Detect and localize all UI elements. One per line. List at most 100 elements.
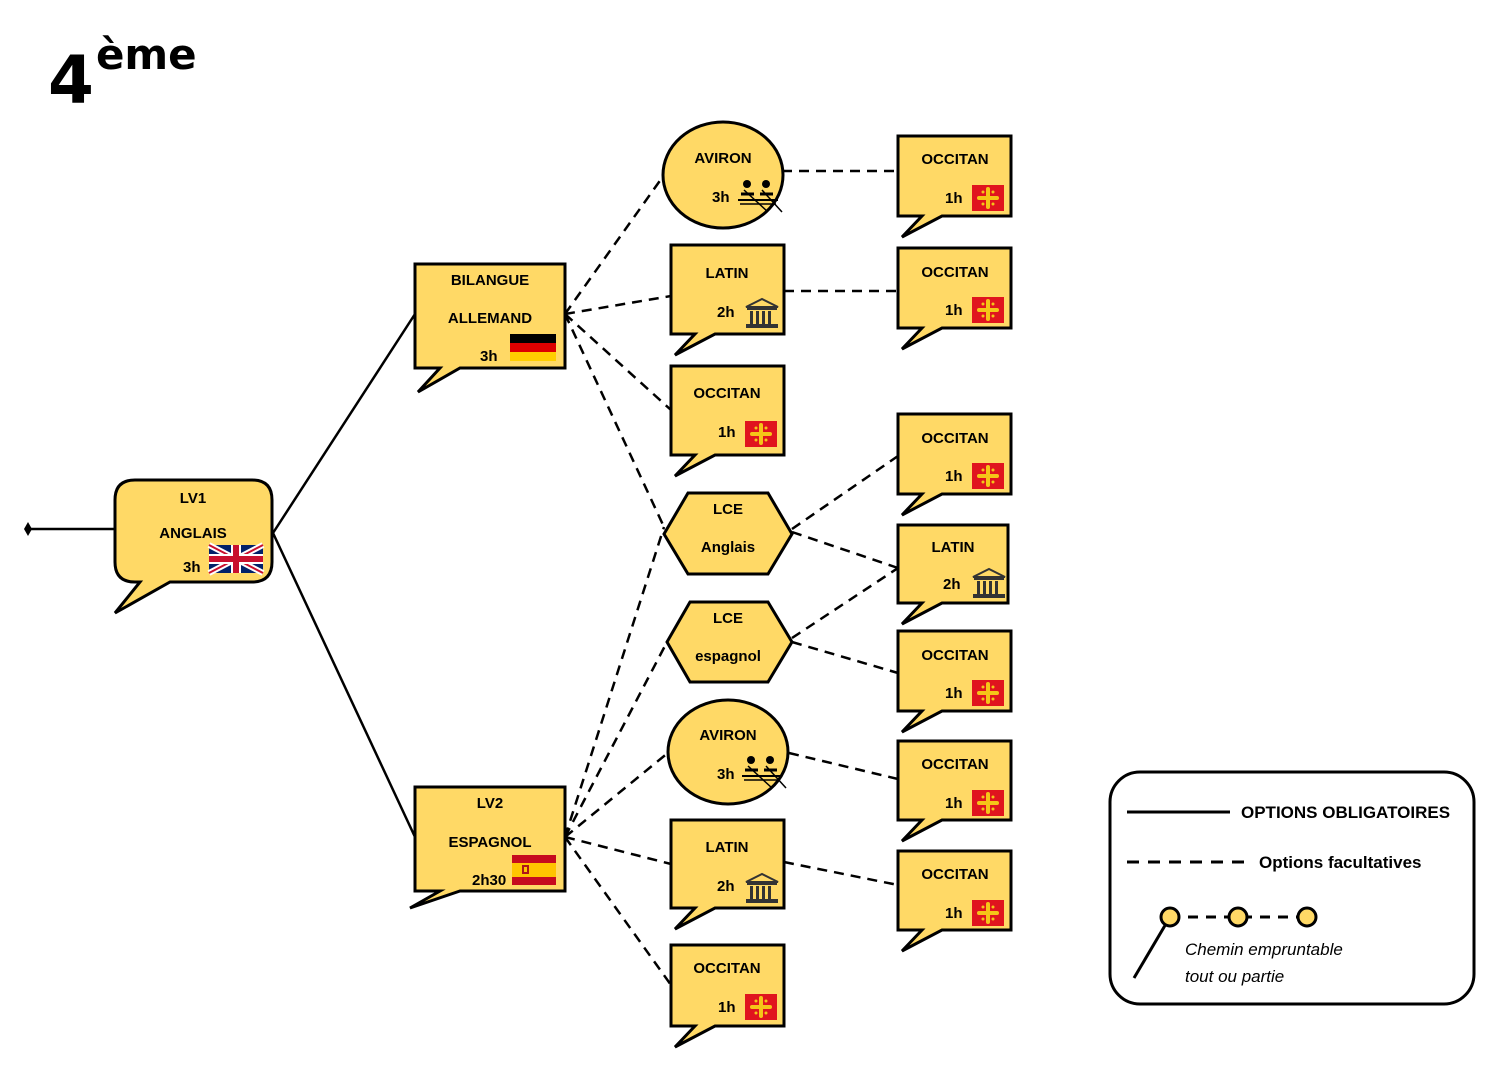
node-lce-espagnol[interactable]: LCE espagnol xyxy=(665,600,794,684)
edge-lv2-lce-anglais xyxy=(563,526,666,838)
latin-right-label: LATIN xyxy=(931,539,974,556)
legend-path-node xyxy=(1296,906,1318,928)
node-latin-bot[interactable]: LATIN 2h xyxy=(669,818,786,931)
occitan-r2-hours: 1h xyxy=(945,302,963,319)
node-bilangue[interactable]: BILANGUE ALLEMAND 3h xyxy=(413,262,567,394)
edge-bil-occitan xyxy=(564,313,672,411)
node-occitan-r2[interactable]: OCCITAN 1h xyxy=(896,246,1013,351)
occitan-r4-label: OCCITAN xyxy=(921,647,988,664)
occitan-mid-top-hours: 1h xyxy=(718,424,736,441)
lv1-language: ANGLAIS xyxy=(159,525,227,542)
uk-flag-icon xyxy=(209,545,263,573)
edge-lv2-occitan xyxy=(563,836,673,986)
legend-box xyxy=(1108,770,1476,1006)
latin-bot-hours: 2h xyxy=(717,878,735,895)
node-aviron-top[interactable]: AVIRON 3h xyxy=(661,120,785,230)
node-lce-anglais[interactable]: LCE Anglais xyxy=(662,491,794,576)
edge-lv1-bilangue xyxy=(271,313,417,534)
legend: OPTIONS OBLIGATOIRES Options facultative… xyxy=(1108,770,1476,1006)
edge-lceang-latin xyxy=(791,530,899,570)
latin-bot-label: LATIN xyxy=(705,839,748,856)
node-occitan-r3[interactable]: OCCITAN 1h xyxy=(896,412,1013,517)
lv2-label: LV2 xyxy=(477,795,503,812)
occitan-r5-hours: 1h xyxy=(945,795,963,812)
legend-solid-label: OPTIONS OBLIGATOIRES xyxy=(1241,803,1450,822)
node-occitan-r4[interactable]: OCCITAN 1h xyxy=(896,629,1013,734)
lce-anglais-label: LCE xyxy=(713,501,743,518)
occitan-r3-label: OCCITAN xyxy=(921,430,988,447)
edge-bil-lce-anglais xyxy=(563,313,666,528)
lv1-label: LV1 xyxy=(180,490,206,507)
spanish-flag-icon xyxy=(512,855,556,885)
node-occitan-r1[interactable]: OCCITAN 1h xyxy=(896,134,1013,239)
occitan-r1-hours: 1h xyxy=(945,190,963,207)
lce-anglais-language: Anglais xyxy=(701,539,755,556)
occitan-cross-icon xyxy=(745,421,777,447)
node-lv1[interactable]: LV1 ANGLAIS 3h xyxy=(113,478,274,615)
occitan-r6-hours: 1h xyxy=(945,905,963,922)
node-occitan-r5[interactable]: OCCITAN 1h xyxy=(896,739,1013,843)
occitan-r5-label: OCCITAN xyxy=(921,756,988,773)
aviron-top-label: AVIRON xyxy=(694,150,751,167)
latin-top-hours: 2h xyxy=(717,304,735,321)
latin-right-hours: 2h xyxy=(943,576,961,593)
occitan-mid-top-label: OCCITAN xyxy=(693,385,760,402)
lv2-language: ESPAGNOL xyxy=(448,834,531,851)
occitan-r6-label: OCCITAN xyxy=(921,866,988,883)
bilangue-hours: 3h xyxy=(480,348,498,365)
occitan-cross-icon xyxy=(972,185,1004,211)
edge-bil-aviron xyxy=(563,174,666,315)
occitan-cross-icon xyxy=(972,297,1004,323)
edge-bil-latin xyxy=(564,294,672,316)
node-aviron-bot[interactable]: AVIRON 3h xyxy=(666,698,790,806)
occitan-cross-icon xyxy=(972,680,1004,706)
occitan-mid-bot-hours: 1h xyxy=(718,999,736,1016)
connectors xyxy=(24,313,417,838)
node-occitan-mid-top[interactable]: OCCITAN 1h xyxy=(669,364,786,478)
occitan-r3-hours: 1h xyxy=(945,468,963,485)
node-latin-top[interactable]: LATIN 2h xyxy=(669,243,786,357)
aviron-bot-label: AVIRON xyxy=(699,727,756,744)
entry-marker xyxy=(24,522,32,536)
occitan-cross-icon xyxy=(972,463,1004,489)
edge-lv2-latin xyxy=(564,835,672,866)
legend-path-label-2: tout ou partie xyxy=(1185,967,1284,986)
aviron-top-hours: 3h xyxy=(712,189,730,206)
edge-lceang-occitan xyxy=(791,454,899,531)
edge-latin-bot-occitan xyxy=(783,860,899,887)
lv1-hours: 3h xyxy=(183,559,201,576)
german-flag-icon xyxy=(510,334,556,361)
edge-lv2-lce-espagnol xyxy=(563,641,669,838)
occitan-cross-icon xyxy=(745,994,777,1020)
edge-aviron-bot-occitan xyxy=(788,751,899,781)
legend-path-label-1: Chemin empruntable xyxy=(1185,940,1343,959)
legend-dashed-label: Options facultatives xyxy=(1259,853,1421,872)
occitan-cross-icon xyxy=(972,790,1004,816)
lv2-hours: 2h30 xyxy=(472,872,506,889)
latin-top-label: LATIN xyxy=(705,265,748,282)
edge-lceesp-latin xyxy=(791,566,899,640)
bilangue-language: ALLEMAND xyxy=(448,310,532,327)
node-latin-right[interactable]: LATIN 2h xyxy=(896,523,1010,626)
legend-path-stem xyxy=(1132,916,1172,979)
occitan-r1-label: OCCITAN xyxy=(921,151,988,168)
dashed-connectors xyxy=(563,169,899,986)
legend-path-node xyxy=(1227,906,1249,928)
aviron-bot-hours: 3h xyxy=(717,766,735,783)
title-superscript: ème xyxy=(95,30,197,79)
title-main: 4 xyxy=(48,42,94,119)
occitan-cross-icon xyxy=(972,900,1004,926)
lce-espagnol-language: espagnol xyxy=(695,648,761,665)
node-occitan-r6[interactable]: OCCITAN 1h xyxy=(896,849,1013,953)
node-lv2[interactable]: LV2 ESPAGNOL 2h30 xyxy=(409,785,567,910)
edge-lv2-aviron xyxy=(564,751,670,838)
bilangue-label: BILANGUE xyxy=(451,272,529,289)
occitan-r2-label: OCCITAN xyxy=(921,264,988,281)
edge-lv1-lv2 xyxy=(271,532,417,838)
node-occitan-mid-bot[interactable]: OCCITAN 1h xyxy=(669,943,786,1049)
occitan-mid-bot-label: OCCITAN xyxy=(693,960,760,977)
lce-espagnol-label: LCE xyxy=(713,610,743,627)
legend-path-node xyxy=(1159,906,1181,928)
